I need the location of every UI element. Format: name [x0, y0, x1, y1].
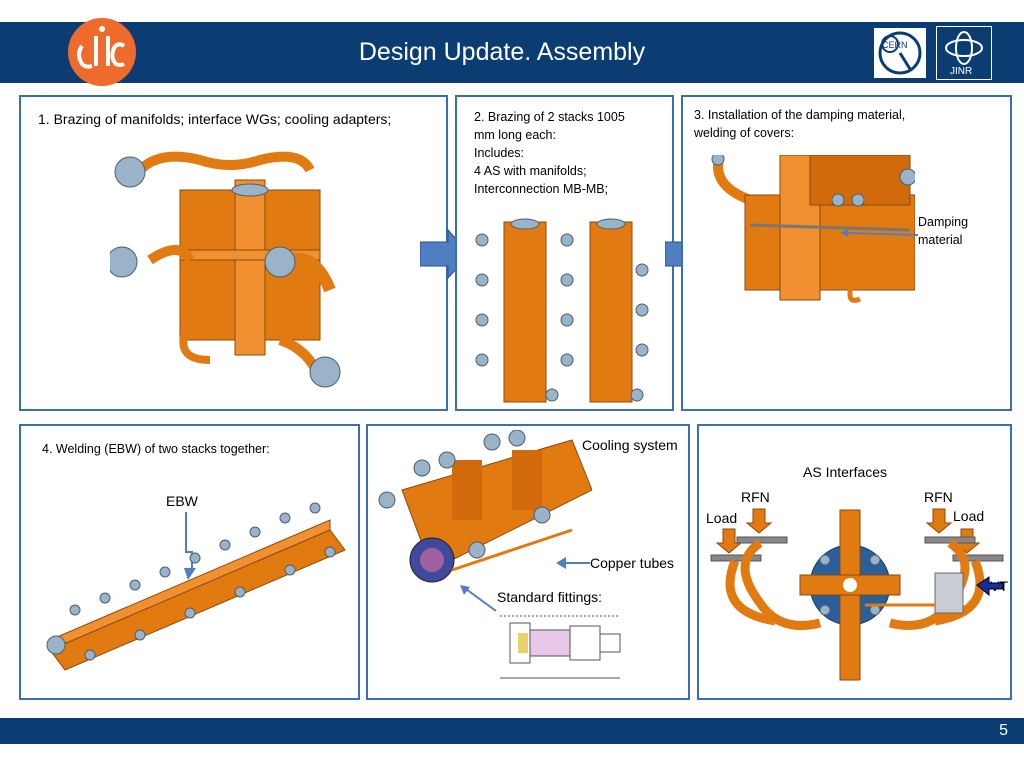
ebw-label: EBW [166, 493, 198, 509]
panel2-line-3: Includes: [474, 146, 525, 160]
panel4-caption: 4. Welding (EBW) of two stacks together: [42, 442, 270, 456]
panel3-line-2: welding of covers: [694, 126, 795, 140]
manifold-assembly-image [110, 150, 370, 400]
two-stacks-image [472, 210, 662, 405]
as-interfaces-image [705, 505, 1005, 690]
standard-fittings-label: Standard fittings: [497, 589, 603, 605]
footer-bar [0, 718, 1024, 744]
panel3-line-1: 3. Installation of the damping material, [694, 108, 906, 122]
fitting-drawing [490, 608, 640, 688]
cooling-system-image [372, 430, 592, 590]
welded-stacks-image [30, 500, 350, 680]
panel2-line-2: mm long each: [474, 128, 556, 142]
panel2-line-5: Interconnection MB-MB; [474, 182, 609, 196]
load-right-label: Load [953, 508, 985, 524]
svg-text:CERN: CERN [882, 40, 908, 50]
panel2-line-1: 2. Brazing of 2 stacks 1005 [474, 110, 625, 124]
jinr-logo: JINR [936, 26, 992, 80]
damping-label-2: material [918, 233, 963, 247]
copper-pointer [556, 556, 590, 570]
svg-text:JINR: JINR [950, 66, 972, 77]
cooling-system-label: Cooling system [582, 437, 678, 453]
damping-installation-image [710, 155, 915, 305]
panel2-line-4: 4 AS with manifolds; [474, 164, 587, 178]
as-interfaces-title: AS Interfaces [803, 464, 888, 480]
panel1-caption: 1. Brazing of manifolds; interface WGs; … [38, 111, 392, 127]
cern-logo: CERN [872, 26, 928, 80]
fittings-pointer [460, 585, 500, 615]
page-number: 5 [999, 722, 1008, 739]
damping-label-1: Damping [918, 215, 969, 229]
rfn-right-label: RFN [924, 489, 953, 505]
rfn-left-label: RFN [741, 489, 770, 505]
slide-title: Design Update. Assembly [358, 38, 646, 66]
load-left-label: Load [706, 510, 738, 526]
clic-logo [66, 16, 138, 88]
damping-pointer [840, 225, 920, 241]
header-bar [0, 22, 1024, 83]
copper-tubes-label: Copper tubes [590, 555, 675, 571]
